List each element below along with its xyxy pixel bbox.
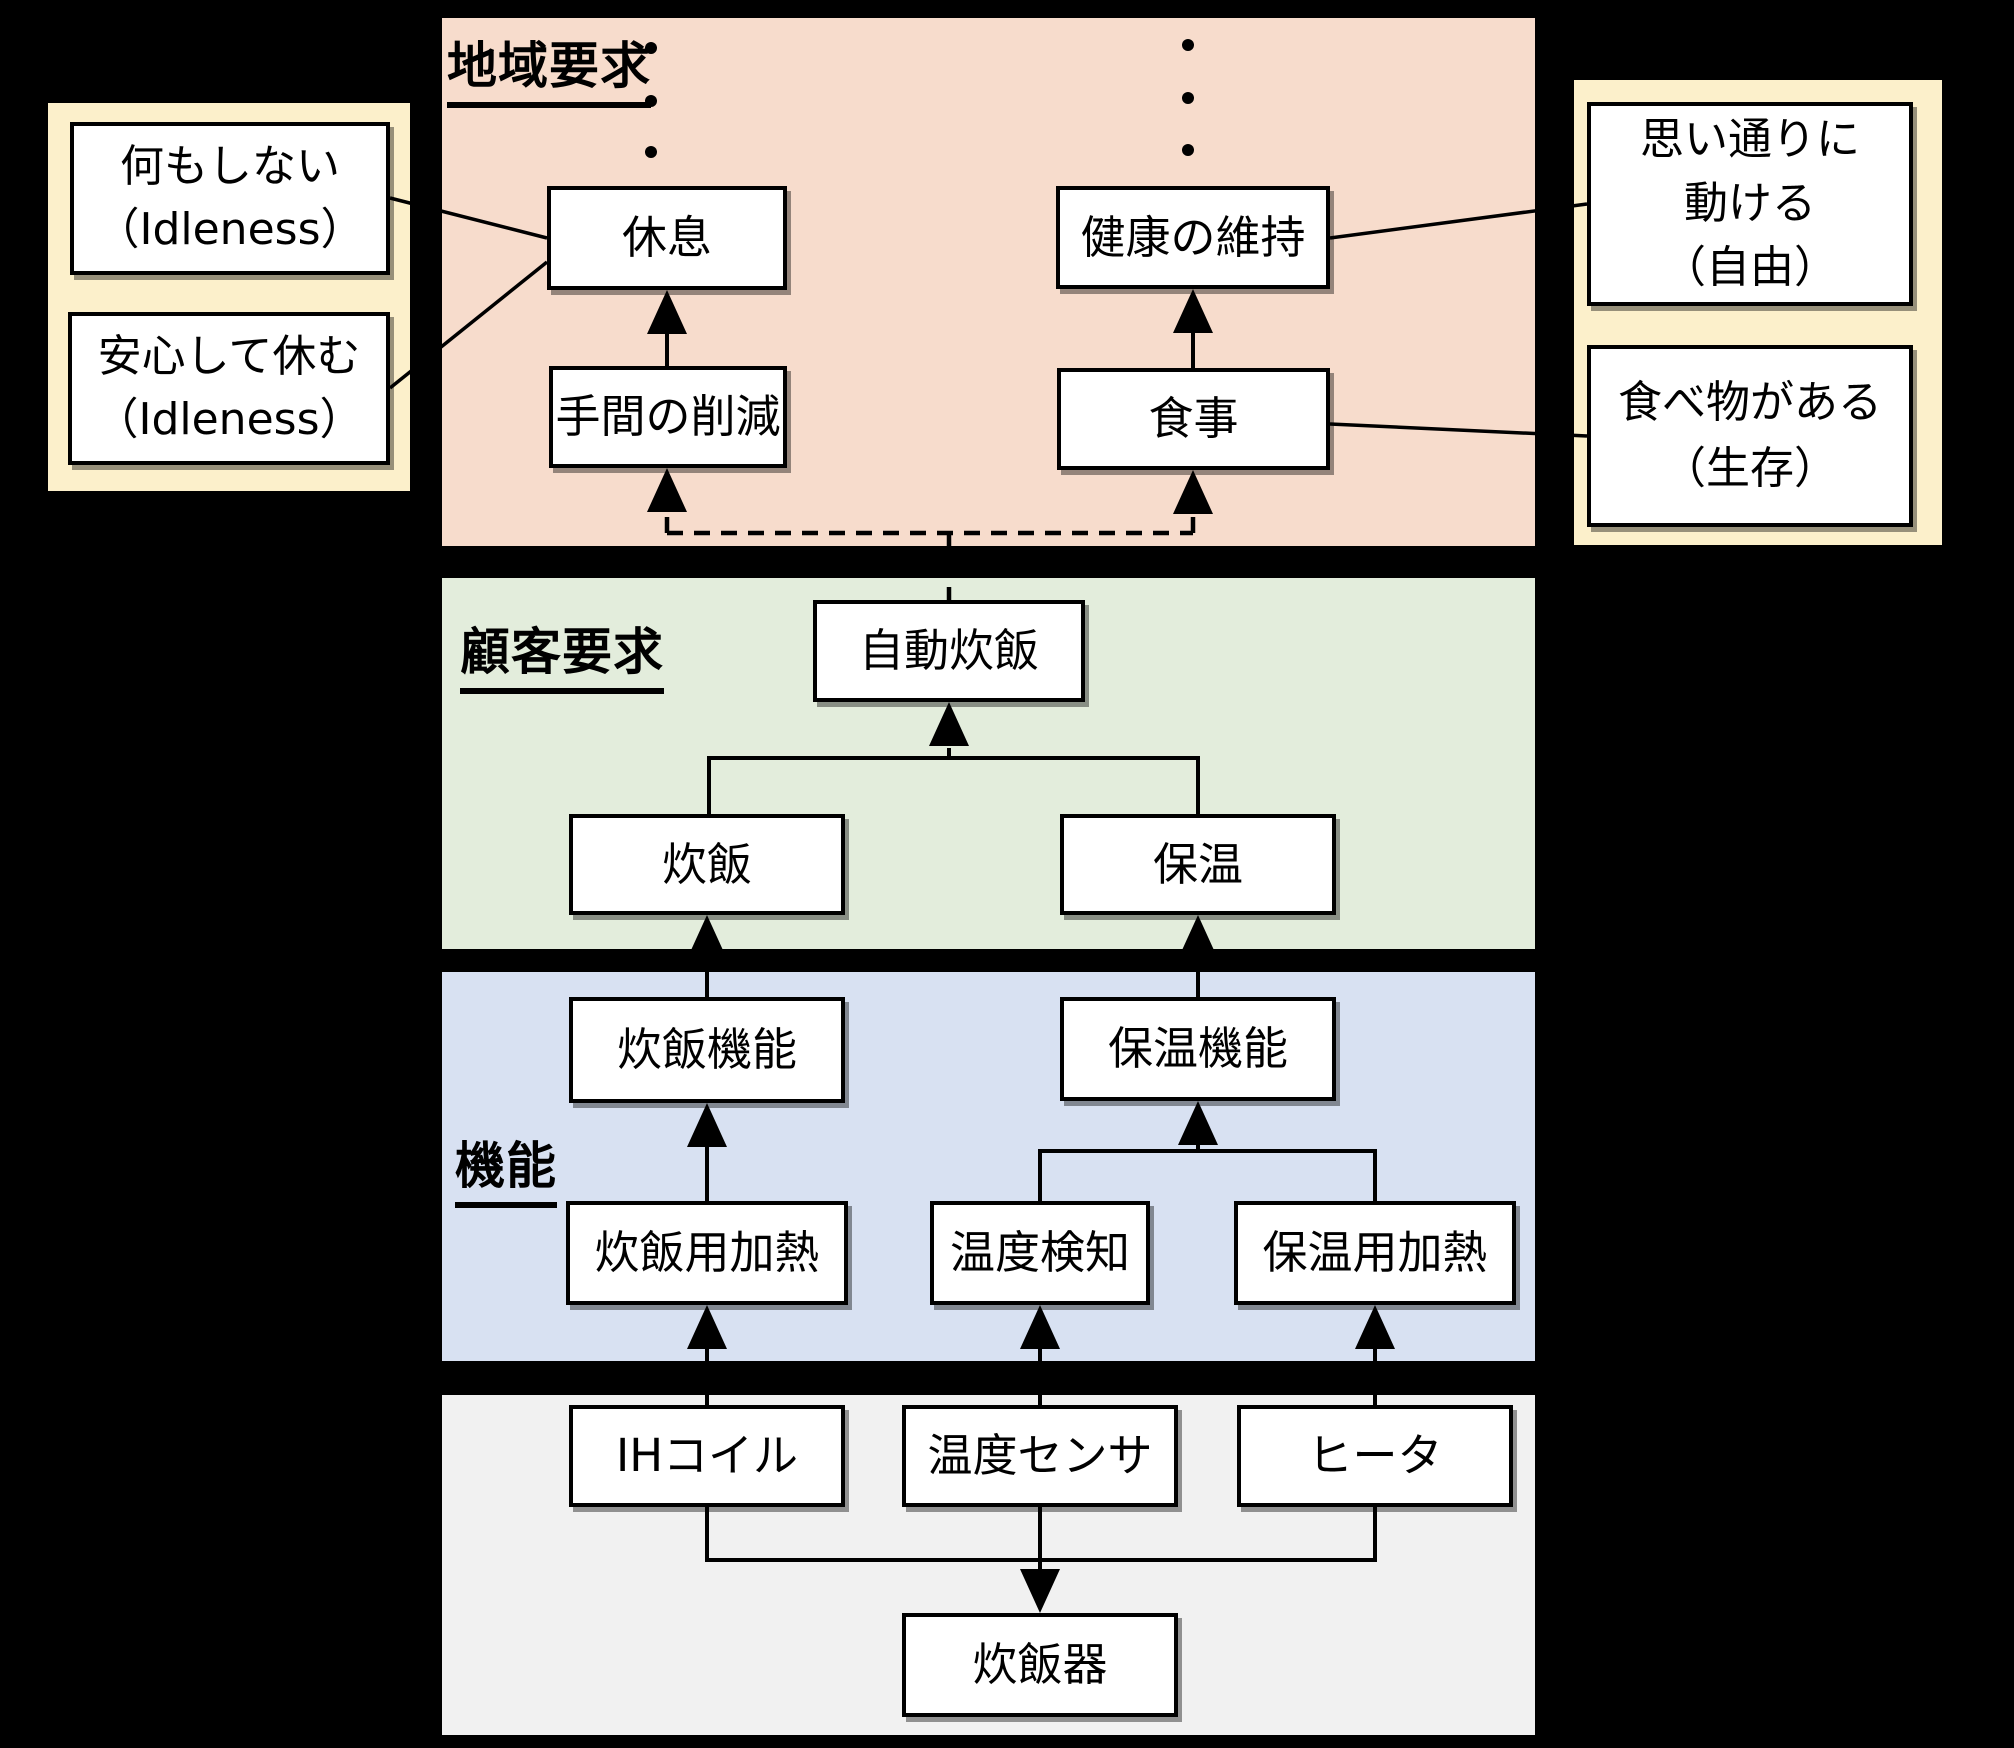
arrow-warm-func-to-warm xyxy=(1178,915,1218,997)
node-automatic-rice-cooking: 自動炊飯 xyxy=(813,600,1085,702)
arrow-effort-to-rest xyxy=(647,290,687,366)
arrow-tempdetect-warmheat-to-warm-func xyxy=(1038,1101,1377,1201)
node-effort-reduction: 手間の削減 xyxy=(549,366,787,468)
node-cooking-function: 炊飯機能 xyxy=(569,997,845,1103)
arrow-sensor-to-temp-detect xyxy=(1020,1305,1060,1405)
arrow-cook-heat-to-cook-func xyxy=(687,1103,727,1201)
node-temperature-sensor: 温度センサ xyxy=(902,1405,1178,1507)
node-warming-function: 保温機能 xyxy=(1060,997,1336,1101)
ellipsis-dots-right xyxy=(1182,39,1194,156)
line-health-to-freedom xyxy=(1329,202,1588,240)
node-heater: ヒータ xyxy=(1237,1405,1513,1507)
node-rest-securely-idleness: 安心して休む （Idleness） xyxy=(68,312,390,465)
customer-requirements-title: 顧客要求 xyxy=(460,612,664,694)
regional-requirements-title: 地域要求 xyxy=(447,26,651,108)
arrow-meal-to-health xyxy=(1173,289,1213,368)
arrow-heater-to-warm-heat xyxy=(1355,1305,1395,1405)
node-ih-coil: IHコイル xyxy=(569,1405,845,1507)
node-warming-heating: 保温用加熱 xyxy=(1234,1201,1516,1305)
line-idleness2-to-rest xyxy=(388,260,549,390)
node-rice-cooker: 炊飯器 xyxy=(902,1613,1178,1717)
dashed-arrow-auto-cook-to-regional xyxy=(647,468,1213,600)
arrow-cook-func-to-cook xyxy=(687,915,727,997)
line-meal-to-food xyxy=(1329,422,1588,438)
arrow-cook-warm-to-auto-cook xyxy=(707,702,1200,814)
node-rice-cooking: 炊飯 xyxy=(569,814,845,915)
node-move-freely-freedom: 思い通りに 動ける （自由） xyxy=(1587,102,1913,306)
node-rest: 休息 xyxy=(547,186,787,290)
node-health-maintenance: 健康の維持 xyxy=(1056,186,1330,289)
node-do-nothing-idleness: 何もしない （Idleness） xyxy=(70,122,390,275)
node-temperature-detection: 温度検知 xyxy=(930,1201,1150,1305)
node-keep-warm: 保温 xyxy=(1060,814,1336,915)
arrow-ihcoil-to-cook-heat xyxy=(687,1305,727,1405)
node-meal: 食事 xyxy=(1057,368,1330,470)
functions-title: 機能 xyxy=(455,1126,557,1208)
line-idleness1-to-rest xyxy=(389,196,548,240)
node-food-available-survival: 食べ物がある （生存） xyxy=(1587,345,1913,527)
arrow-components-to-rice-cooker xyxy=(705,1507,1377,1613)
node-cooking-heating: 炊飯用加熱 xyxy=(566,1201,848,1305)
